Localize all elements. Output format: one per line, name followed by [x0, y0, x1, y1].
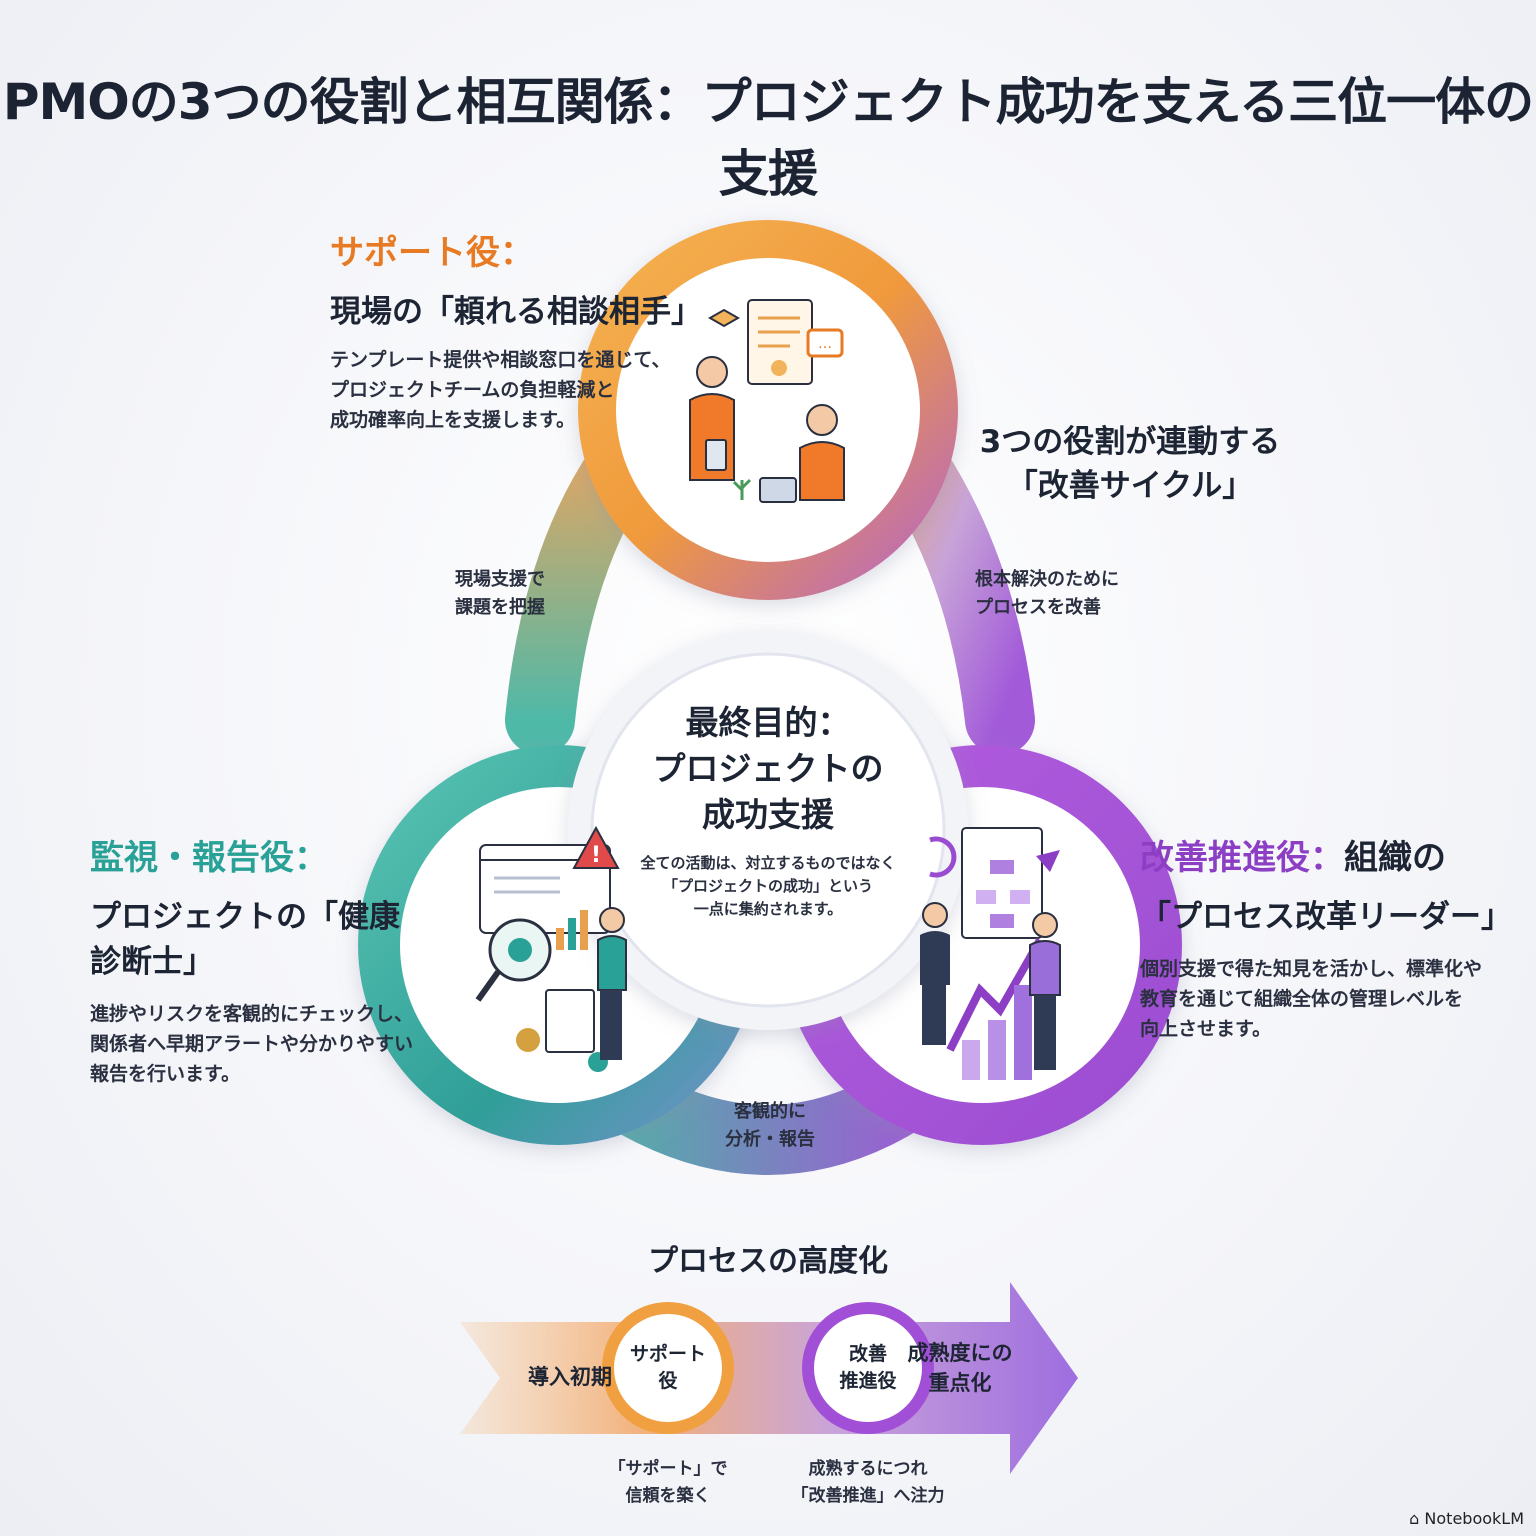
- link-label-bottom-line: 分析・報告: [725, 1129, 815, 1150]
- support-desc-line: テンプレート提供や相談窓口を通じて、: [330, 349, 671, 371]
- improve-desc-line: 教育を通じて組織全体の管理レベルを: [1140, 988, 1464, 1010]
- process-foot-improve: 成熟するにつれ 「改善推進」へ注力: [788, 1456, 948, 1510]
- center-desc-line: 全ての活動は、対立するものではなく: [640, 854, 896, 872]
- center-desc-line: 一点に集約されます。: [693, 900, 843, 918]
- process-end-line: 重点化: [928, 1371, 992, 1395]
- process-title: プロセスの高度化: [648, 1244, 888, 1279]
- center-title-line: 成功支援: [702, 795, 834, 834]
- monitor-illustration: !: [475, 825, 627, 1072]
- support-illustration: …: [689, 299, 845, 503]
- center-description: 全ての活動は、対立するものではなく 「プロジェクトの成功」という 一点に集約され…: [618, 852, 918, 921]
- page-title: PMOの3つの役割と相互関係：プロジェクト成功を支える三位一体の支援: [2, 73, 1534, 203]
- monitor-desc-line: 進捗やリスクを客観的にチェックし、: [90, 1003, 414, 1025]
- center-title-line: プロジェクトの: [652, 749, 884, 788]
- link-label-left-line: 課題を把握: [455, 597, 545, 618]
- improve-desc-line: 向上させます。: [1140, 1018, 1272, 1040]
- brand-label: NotebookLM: [1424, 1509, 1524, 1528]
- link-label-left: 現場支援で 課題を把握: [430, 566, 570, 622]
- monitor-subtitle: プロジェクトの「健康診断士」: [90, 899, 400, 980]
- support-description: テンプレート提供や相談窓口を通じて、 プロジェクトチームの負担軽減と 成功確率向…: [330, 345, 690, 435]
- link-label-bottom-line: 客観的に: [734, 1101, 806, 1122]
- monitor-desc-line: 報告を行います。: [90, 1063, 241, 1085]
- center-block: 最終目的： プロジェクトの 成功支援 全ての活動は、対立するものではなく 「プロ…: [618, 700, 918, 921]
- improve-illustration: [920, 827, 1061, 1080]
- svg-text:…: …: [818, 336, 832, 352]
- svg-text:!: !: [591, 843, 601, 868]
- support-role-block: サポート役： 現場の「頼れる相談相手」 テンプレート提供や相談窓口を通じて、 プ…: [330, 225, 702, 435]
- process-foot-support-line: 信頼を築く: [625, 1486, 711, 1506]
- process-node-improve-line: 改善: [848, 1343, 887, 1365]
- support-heading: サポート役：: [330, 233, 534, 273]
- cycle-icon: [929, 836, 957, 878]
- link-label-right: 根本解決のために プロセスを改善: [975, 566, 1135, 622]
- process-node-support-line: サポート: [629, 1343, 706, 1365]
- cycle-title-line2: 「改善サイクル」: [1006, 468, 1254, 504]
- process-foot-improve-line: 成熟するにつれ: [808, 1459, 928, 1479]
- notebook-logo-icon: ⌂: [1409, 1509, 1420, 1528]
- link-label-right-line: プロセスを改善: [975, 597, 1101, 618]
- warning-icon: [572, 825, 620, 869]
- process-node-support: サポート 役: [618, 1341, 718, 1395]
- link-label-left-line: 現場支援で: [455, 569, 545, 590]
- gear-icon: [508, 938, 532, 962]
- support-desc-line: プロジェクトチームの負担軽減と: [330, 379, 615, 401]
- improve-heading: 改善推進役：: [1140, 838, 1344, 878]
- improve-subtitle: 「プロセス改革リーダー」: [1140, 899, 1512, 935]
- process-start-label: 導入初期: [528, 1365, 612, 1389]
- chat-icon: [806, 328, 844, 358]
- process-end-label: 成熟度にの 重点化: [905, 1338, 1015, 1398]
- process-node-support-line: 役: [658, 1370, 678, 1392]
- process-node-improve-line: 推進役: [839, 1370, 897, 1392]
- support-desc-line: 成功確率向上を支援します。: [330, 409, 576, 431]
- center-title: 最終目的： プロジェクトの 成功支援: [618, 700, 918, 838]
- improve-description: 個別支援で得た知見を活かし、標準化や 教育を通じて組織全体の管理レベルを 向上さ…: [1140, 954, 1520, 1044]
- process-foot-support-line: 「サポート」で: [608, 1459, 728, 1479]
- process-end-line: 成熟度にの: [907, 1341, 1013, 1365]
- center-desc-line: 「プロジェクトの成功」という: [662, 877, 873, 895]
- center-circle: [568, 630, 968, 1030]
- improve-heading-tail: 組織の: [1344, 838, 1446, 878]
- process-node-improve: 改善 推進役: [818, 1341, 918, 1395]
- improve-desc-line: 個別支援で得た知見を活かし、標準化や: [1140, 958, 1483, 980]
- monitor-heading: 監視・報告役：: [90, 838, 328, 878]
- trend-arrow-icon: [946, 938, 1044, 1052]
- support-subtitle: 現場の「頼れる相談相手」: [330, 294, 702, 330]
- process-arrow: [460, 1282, 1078, 1474]
- process-foot-improve-line: 「改善推進」へ注力: [791, 1486, 945, 1506]
- improve-heading-row: 改善推進役：組織の: [1140, 830, 1520, 879]
- cycle-title-line1: 3つの役割が連動する: [979, 424, 1281, 460]
- center-title-line: 最終目的：: [685, 703, 851, 742]
- link-label-bottom: 客観的に 分析・報告: [700, 1098, 840, 1154]
- monitor-role-block: 監視・報告役： プロジェクトの「健康診断士」 進捗やリスクを客観的にチェックし、…: [90, 830, 420, 1089]
- monitor-desc-line: 関係者へ早期アラートや分かりやすい: [90, 1033, 414, 1055]
- monitor-description: 進捗やリスクを客観的にチェックし、 関係者へ早期アラートや分かりやすい 報告を行…: [90, 999, 420, 1089]
- chart-icon: [556, 910, 588, 950]
- link-label-right-line: 根本解決のために: [975, 569, 1119, 590]
- improve-role-block: 改善推進役：組織の 「プロセス改革リーダー」 個別支援で得た知見を活かし、標準化…: [1140, 830, 1520, 1044]
- cycle-title: 3つの役割が連動する 「改善サイクル」: [960, 420, 1300, 508]
- flowchart-icon: [961, 827, 1043, 939]
- handshake-icon: [707, 308, 741, 328]
- brand-watermark: ⌂ NotebookLM: [1409, 1509, 1524, 1528]
- process-foot-support: 「サポート」で 信頼を築く: [593, 1456, 743, 1510]
